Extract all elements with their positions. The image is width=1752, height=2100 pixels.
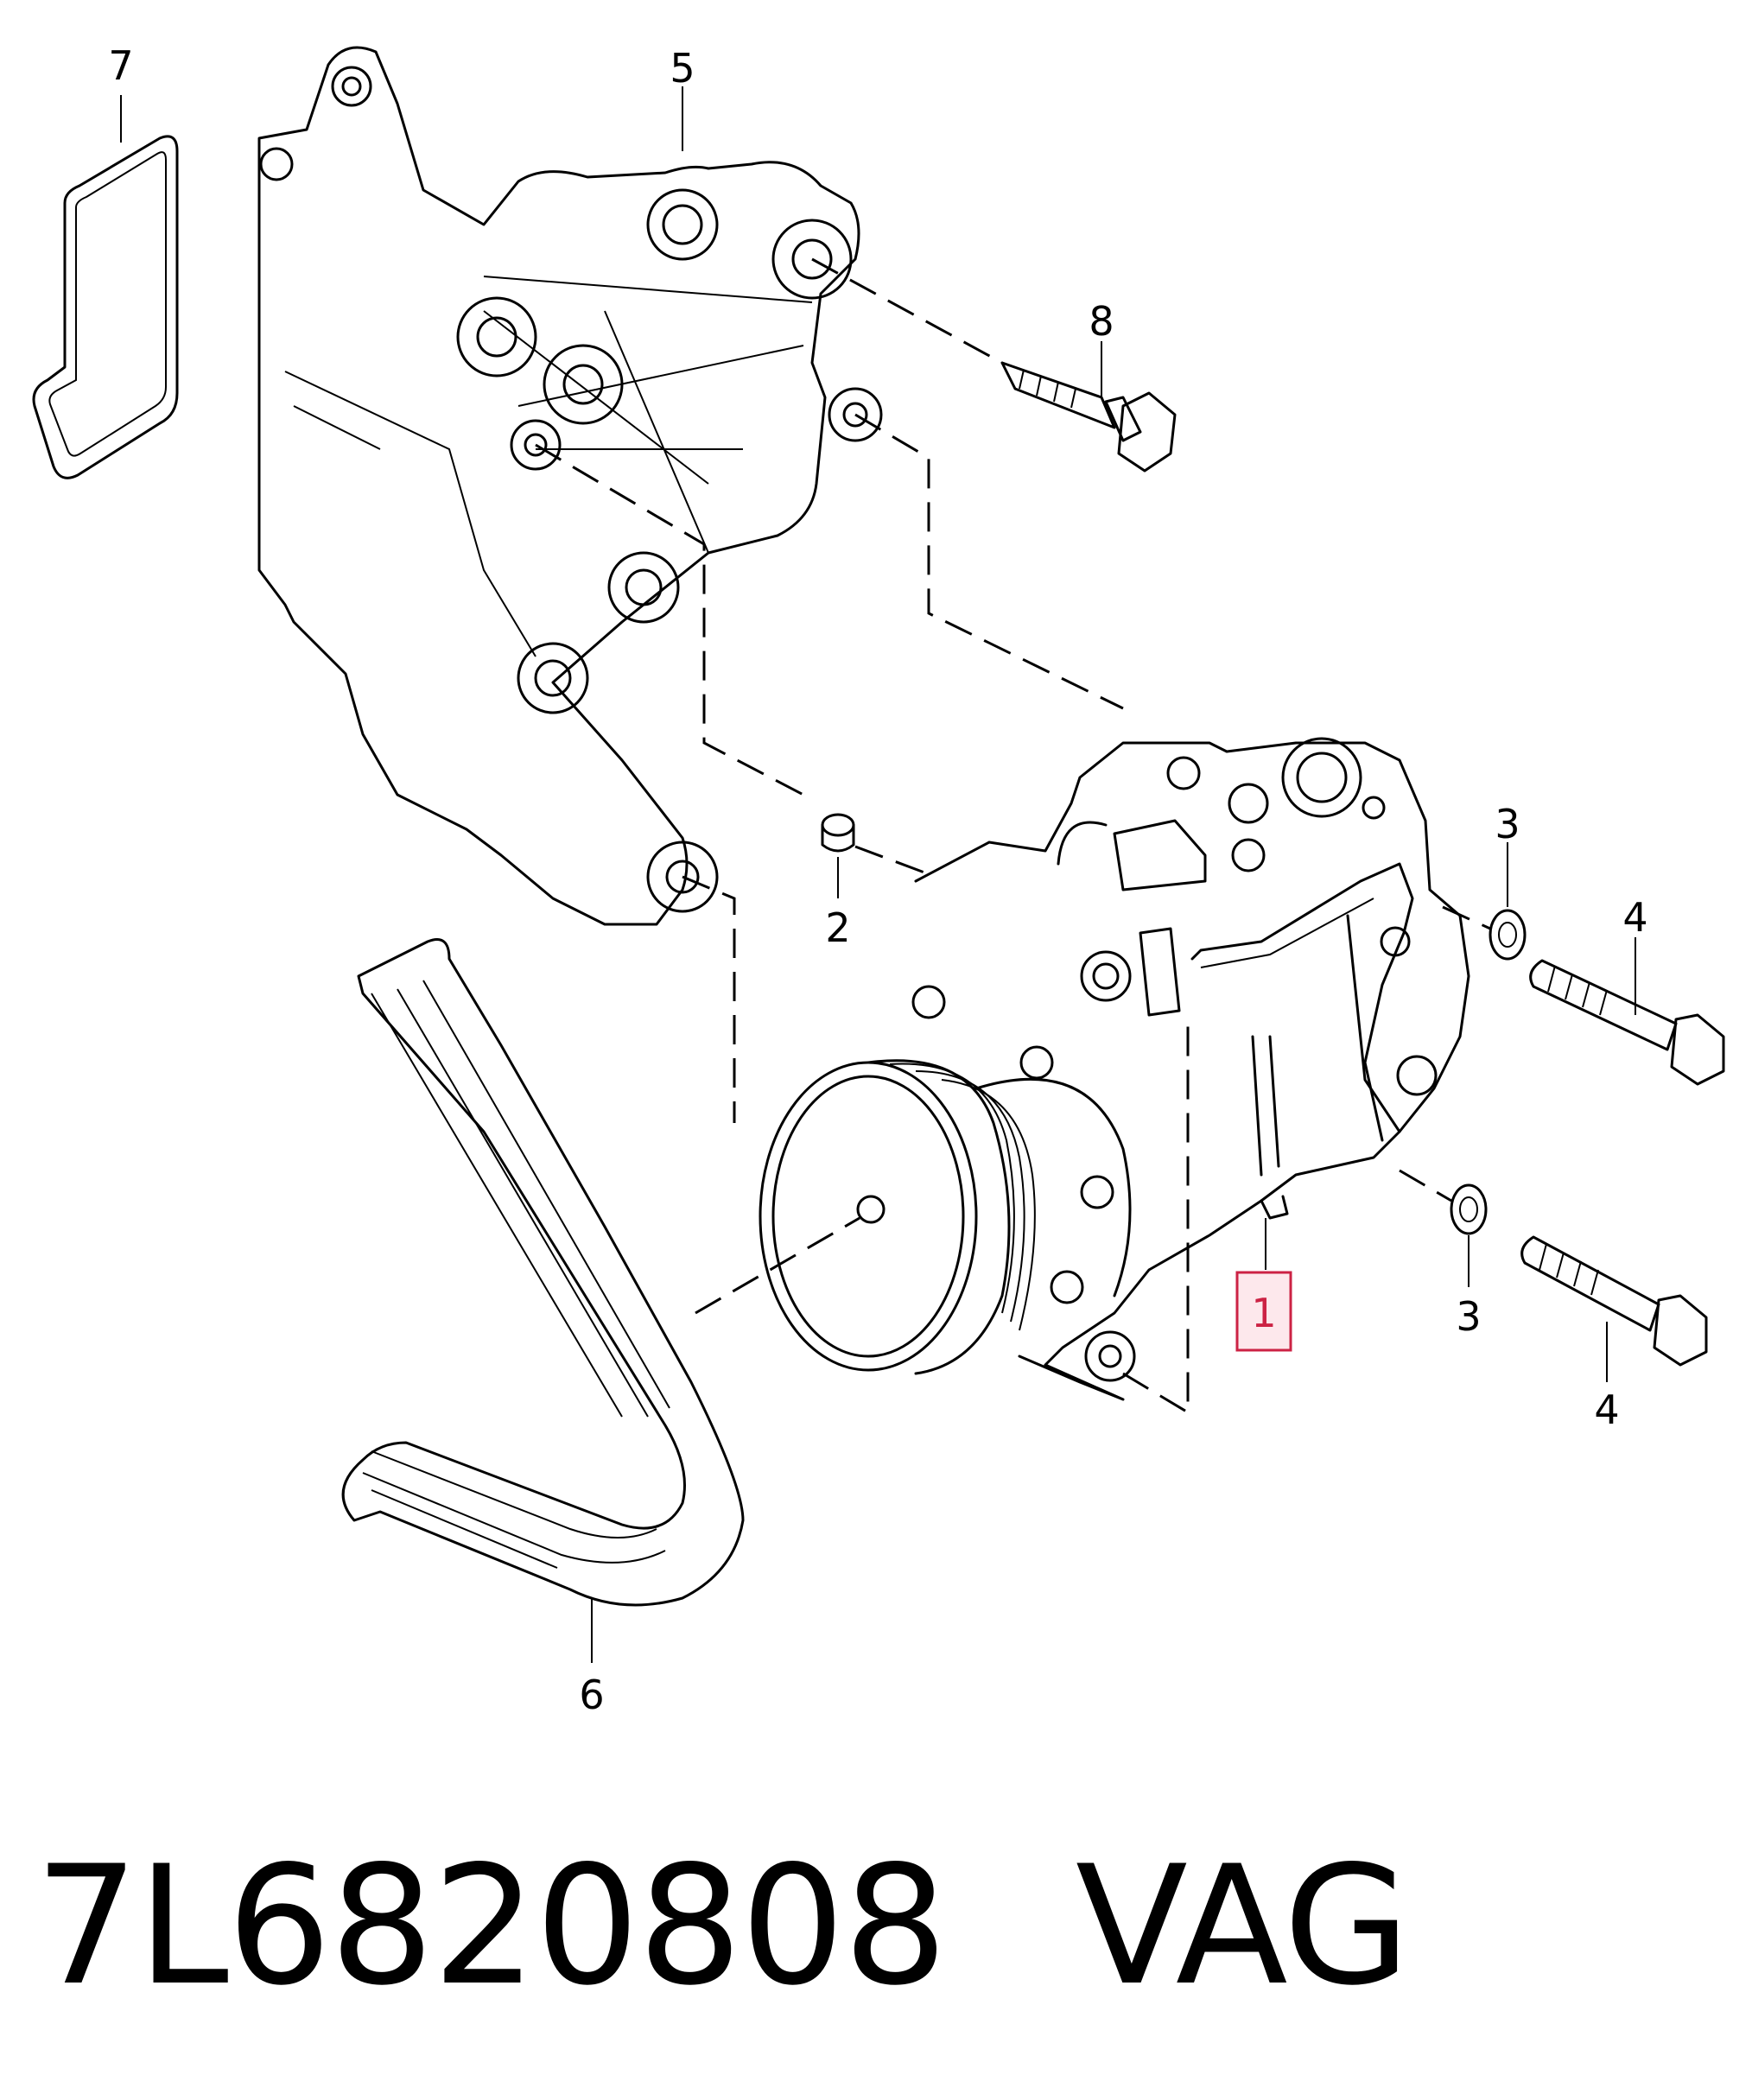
callout-2[interactable]: 2 xyxy=(825,904,850,951)
assembly-line-washer-top xyxy=(1442,905,1491,930)
bolt-part-4-bottom xyxy=(1520,1235,1708,1367)
compressor-part-1 xyxy=(911,737,1470,1401)
screw-part-8 xyxy=(1000,361,1177,473)
assembly-line-base xyxy=(1122,1019,1190,1415)
callout-3-bottom[interactable]: 3 xyxy=(1456,1293,1481,1340)
bushing-part-2 xyxy=(821,813,855,853)
callout-4-bottom[interactable]: 4 xyxy=(1594,1386,1619,1433)
gasket-part-7 xyxy=(32,135,179,479)
ribbed-belt-part-6 xyxy=(341,938,745,1607)
assembly-line-pulley xyxy=(695,1216,860,1315)
callout-3-top[interactable]: 3 xyxy=(1495,801,1520,847)
assembly-line-washer-bottom xyxy=(1399,1169,1452,1202)
compressor-pulley xyxy=(759,1059,1132,1375)
bracket-part-5 xyxy=(257,46,883,926)
callout-6[interactable]: 6 xyxy=(579,1672,604,1718)
callout-1[interactable]: 1 xyxy=(1251,1290,1276,1336)
callout-7[interactable]: 7 xyxy=(108,42,133,89)
bolt-part-4-top xyxy=(1529,959,1725,1086)
callout-1-highlight-box xyxy=(1235,1271,1292,1352)
callout-5[interactable]: 5 xyxy=(670,45,695,92)
part-number: 7L6820808 xyxy=(35,1830,948,2021)
assembly-line-top xyxy=(854,413,1124,710)
leader-lines xyxy=(120,86,1636,1663)
washer-part-3-top xyxy=(1489,909,1527,961)
assembly-line-screw xyxy=(811,257,1003,365)
exploded-parts-diagram: 7 5 8 2 3 4 1 3 4 6 xyxy=(32,42,1725,1718)
callout-4-top[interactable]: 4 xyxy=(1622,894,1647,941)
callout-8[interactable]: 8 xyxy=(1089,298,1114,345)
washer-part-3-bottom xyxy=(1450,1183,1488,1235)
assembly-line-lower xyxy=(682,875,736,1123)
brand-name: VAG xyxy=(1075,1830,1411,2021)
assembly-line-center xyxy=(535,443,804,796)
part-footer: 7L6820808 VAG xyxy=(35,1831,1676,2021)
assembly-line-bushing xyxy=(854,845,925,874)
